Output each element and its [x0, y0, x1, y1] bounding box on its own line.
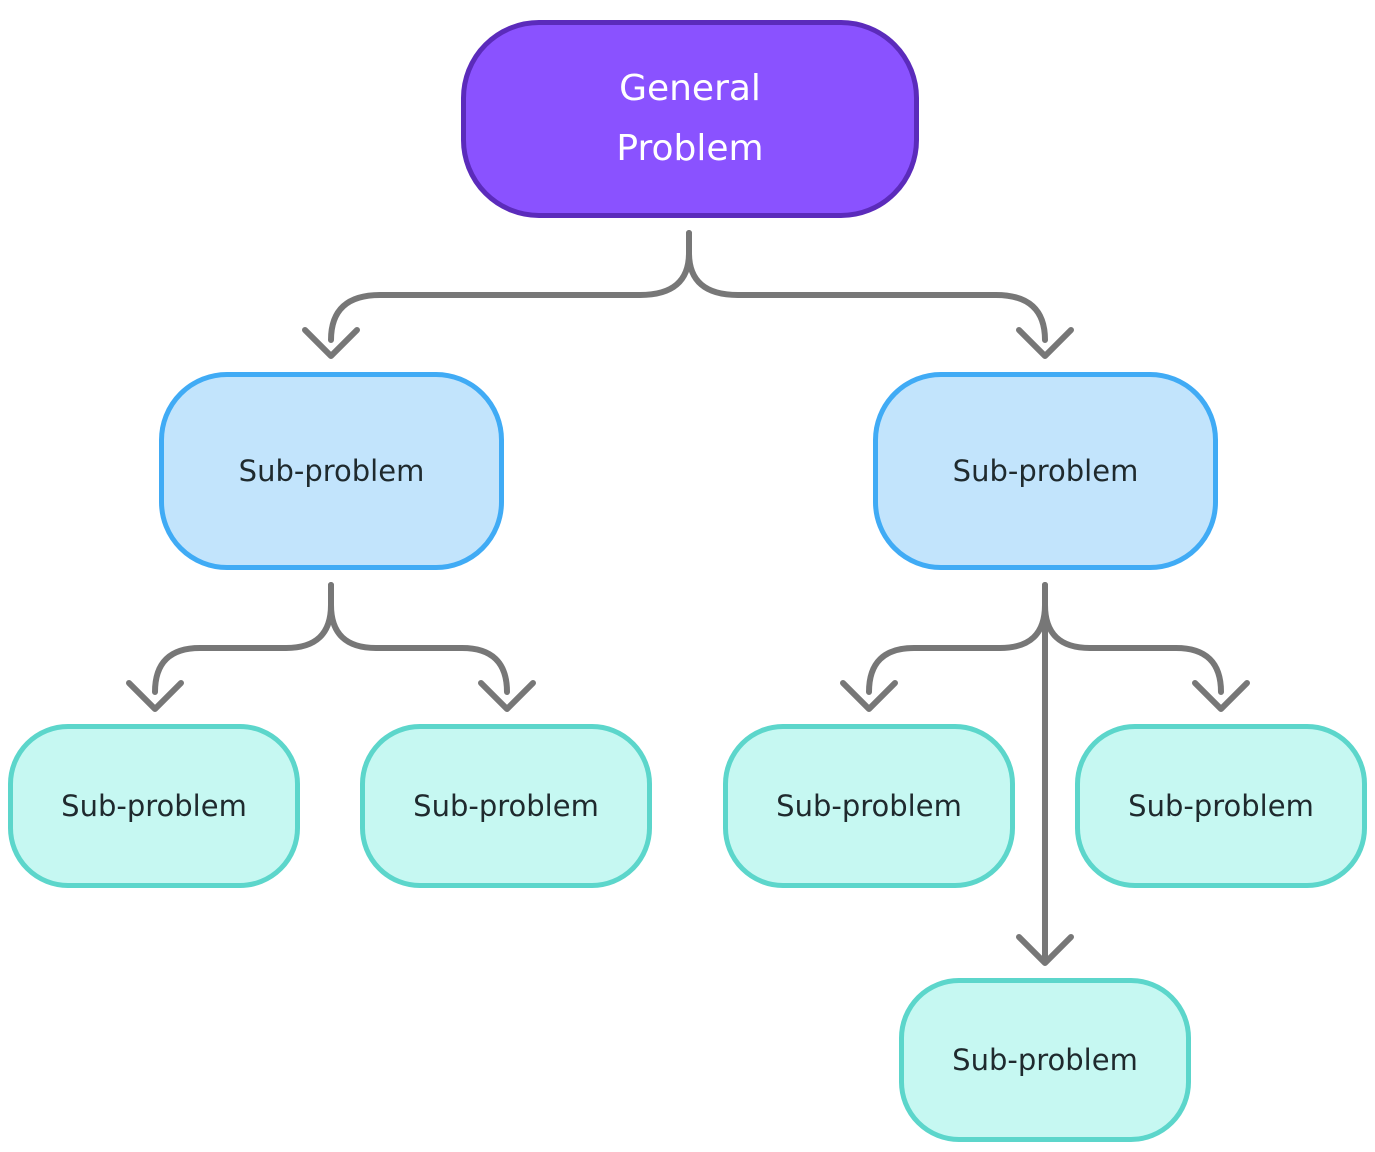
arrowhead-sub-b2 [1016, 934, 1074, 966]
sub-problem-label: Sub-problem [413, 789, 599, 823]
sub-problem-node-right-2: Sub-problem [899, 978, 1191, 1142]
sub-problem-node-right: Sub-problem [873, 372, 1218, 570]
edge-sub-b-to-sub-b1 [866, 582, 1048, 695]
arrowhead-sub-a [302, 327, 360, 359]
edge-sub-a-to-sub-a1 [152, 582, 334, 695]
edge-sub-a-to-sub-a2 [328, 582, 510, 695]
arrowhead-sub-a1 [126, 680, 184, 712]
edge-root-to-sub-b [686, 230, 1048, 343]
edge-root-to-sub-a [328, 230, 692, 343]
arrowhead-sub-a2 [478, 680, 536, 712]
sub-problem-node-left-2: Sub-problem [360, 724, 652, 888]
edge-sub-b-to-sub-b3 [1042, 582, 1224, 695]
sub-problem-node-right-3: Sub-problem [1075, 724, 1367, 888]
arrowhead-sub-b1 [840, 680, 898, 712]
general-problem-label: General Problem [616, 68, 764, 169]
sub-problem-label: Sub-problem [238, 454, 425, 488]
sub-problem-label: Sub-problem [776, 789, 962, 823]
sub-problem-label: Sub-problem [952, 454, 1139, 488]
sub-problem-label: Sub-problem [61, 789, 247, 823]
arrowhead-sub-b [1016, 327, 1074, 359]
sub-problem-node-right-1: Sub-problem [723, 724, 1015, 888]
general-problem-node: General Problem [461, 20, 919, 218]
sub-problem-node-left: Sub-problem [159, 372, 504, 570]
sub-problem-label: Sub-problem [952, 1043, 1138, 1077]
sub-problem-label: Sub-problem [1128, 789, 1314, 823]
sub-problem-node-left-1: Sub-problem [8, 724, 300, 888]
arrowhead-sub-b3 [1192, 680, 1250, 712]
